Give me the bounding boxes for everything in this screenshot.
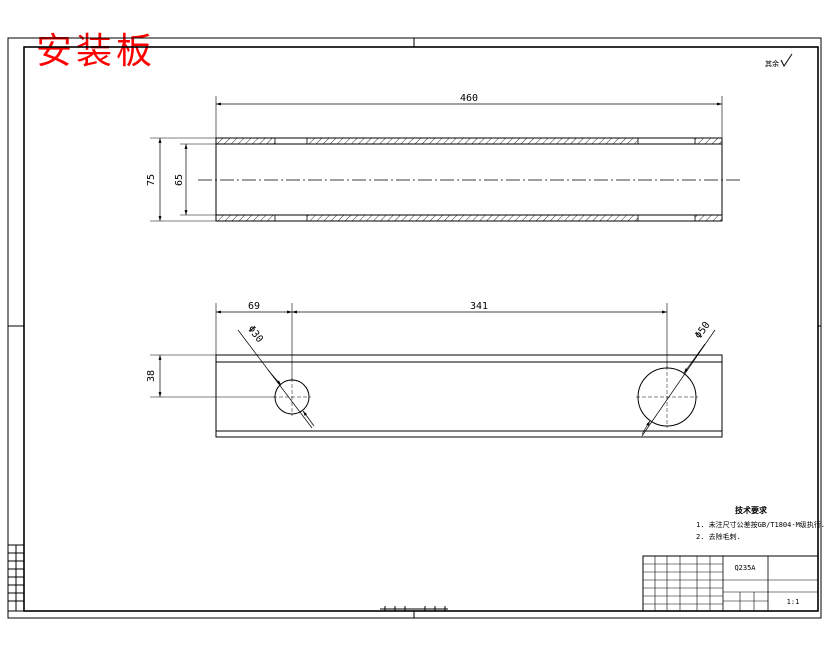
dim-spacing-341: 341: [470, 301, 488, 312]
svg-text:2. 去除毛刺.: 2. 去除毛刺.: [696, 532, 741, 541]
dim-height-38: 38: [146, 370, 157, 382]
roughness-note: 其余: [765, 53, 793, 68]
bottom-scale-marks: [380, 606, 448, 611]
dim-dia-30: Φ30: [245, 324, 265, 345]
top-view-section: [198, 137, 742, 222]
title-block: Q235A 1:1: [642, 555, 819, 612]
left-side-table: [7, 544, 25, 612]
material-label: Q235A: [734, 564, 756, 572]
drawing-title: 安装板: [36, 31, 157, 72]
dim-height-75: 75: [146, 174, 157, 186]
scale-label: 1:1: [787, 598, 800, 606]
bottom-view-dimensions: 69 341 38 Φ30 Φ50: [146, 301, 716, 437]
svg-text:技术要求: 技术要求: [735, 505, 768, 515]
sheet-border: [7, 37, 822, 619]
dim-length-460: 460: [460, 93, 478, 104]
dim-offset-69: 69: [248, 301, 260, 312]
svg-text:其余: 其余: [765, 59, 779, 68]
technical-requirements: 技术要求 1. 未注尺寸公差按GB/T1804-M级执行. 2. 去除毛刺.: [696, 505, 825, 541]
svg-text:1. 未注尺寸公差按GB/T1804-M级执行.: 1. 未注尺寸公差按GB/T1804-M级执行.: [696, 520, 825, 529]
top-view-dimensions: 460 75 65: [146, 93, 723, 222]
bottom-view-plate: [215, 354, 723, 438]
dim-height-65: 65: [174, 174, 185, 186]
